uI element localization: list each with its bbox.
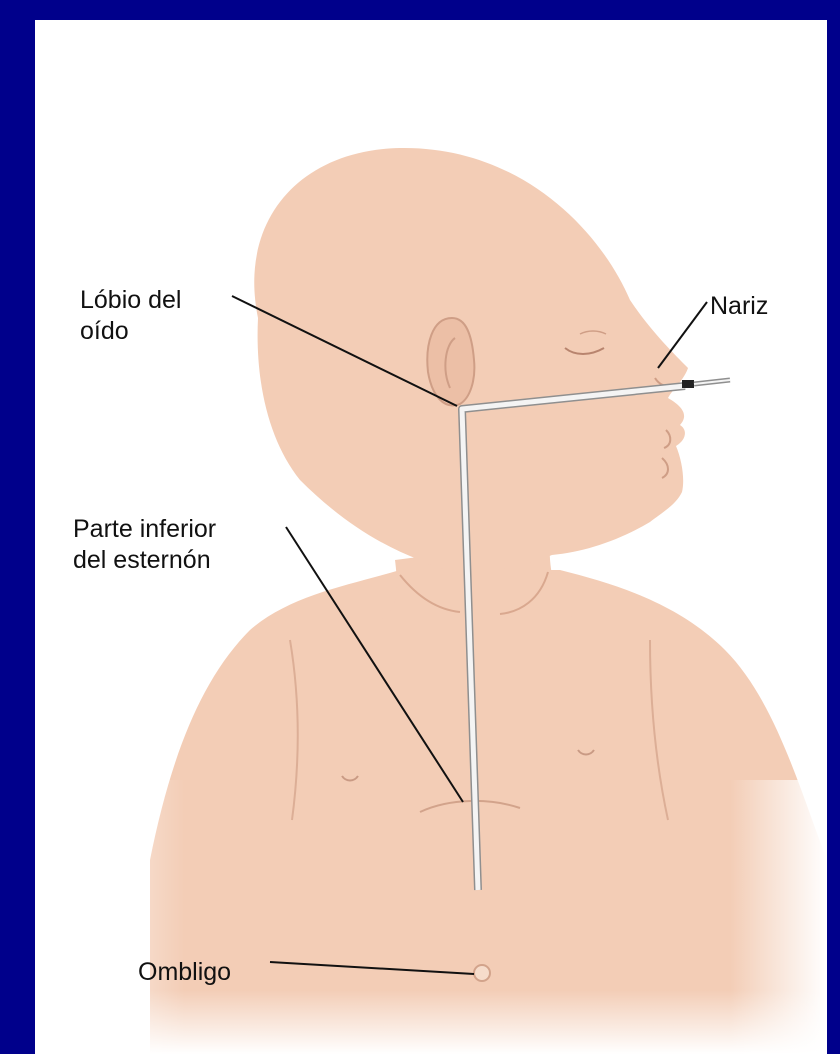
illustration-panel: Lóbio del oído Nariz Parte inferior del … — [35, 20, 827, 1054]
navel-mark — [474, 965, 490, 981]
sternum-label-line1: Parte inferior — [73, 514, 216, 545]
nose-label-text: Nariz — [710, 291, 768, 322]
torso — [150, 570, 827, 1054]
earlobe-label-line1: Lóbio del — [80, 285, 181, 316]
ear-shape — [427, 318, 474, 405]
sternum-label: Parte inferior del esternón — [73, 514, 216, 576]
earlobe-label-line2: oído — [80, 316, 181, 347]
earlobe-label: Lóbio del oído — [80, 285, 181, 347]
nose-label: Nariz — [710, 291, 768, 322]
nose-leader — [658, 302, 707, 368]
sternum-label-line2: del esternón — [73, 545, 216, 576]
navel-label: Ombligo — [138, 957, 231, 988]
navel-label-text: Ombligo — [138, 957, 231, 988]
tube-tip-marker — [682, 380, 694, 388]
